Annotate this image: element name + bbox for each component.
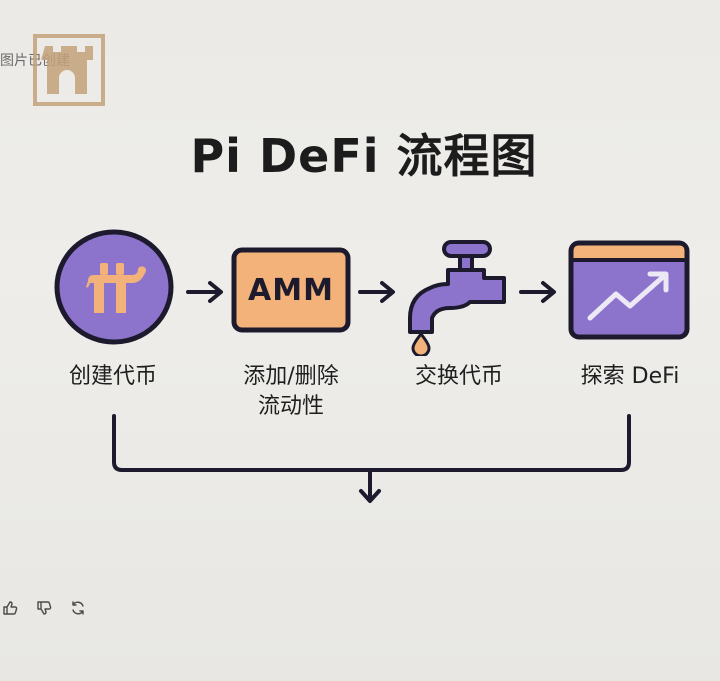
- feedback-actions: [2, 600, 86, 616]
- diagram-title: Pi DeFi 流程图: [190, 129, 538, 183]
- step-label-amm-line1: 添加/删除: [243, 364, 339, 389]
- down-arrow-icon: [359, 468, 381, 503]
- arrow-right-icon: [358, 281, 395, 303]
- step-label-amm-line2: 流动性: [257, 394, 324, 419]
- step-label-explore-defi: 探索 DeFi: [580, 364, 680, 389]
- amm-box-icon: [231, 247, 351, 333]
- arrow-right-icon: [519, 281, 556, 303]
- arrow-right-icon: [186, 281, 223, 303]
- step-explore-defi: [568, 240, 690, 340]
- step-label-create-token: 创建代币: [68, 364, 157, 389]
- step-label-swap-token: 交换代币: [414, 364, 503, 389]
- faucet-icon: [408, 240, 506, 356]
- thumbs-up-icon: [3, 601, 18, 615]
- thumbs-down-button[interactable]: [36, 600, 52, 616]
- step-amm-liquidity: AMM: [231, 247, 351, 333]
- chart-window-icon: [568, 240, 690, 340]
- thumbs-down-icon: [37, 601, 52, 615]
- pi-coin-icon: [54, 229, 174, 345]
- step-swap-token: [404, 238, 516, 356]
- watermark-logo-icon: [33, 34, 105, 106]
- thumbs-up-button[interactable]: [2, 600, 18, 616]
- amm-box-text: AMM: [248, 272, 334, 308]
- regenerate-button[interactable]: [70, 600, 86, 616]
- refresh-icon: [72, 601, 84, 615]
- step-create-token: [52, 227, 176, 347]
